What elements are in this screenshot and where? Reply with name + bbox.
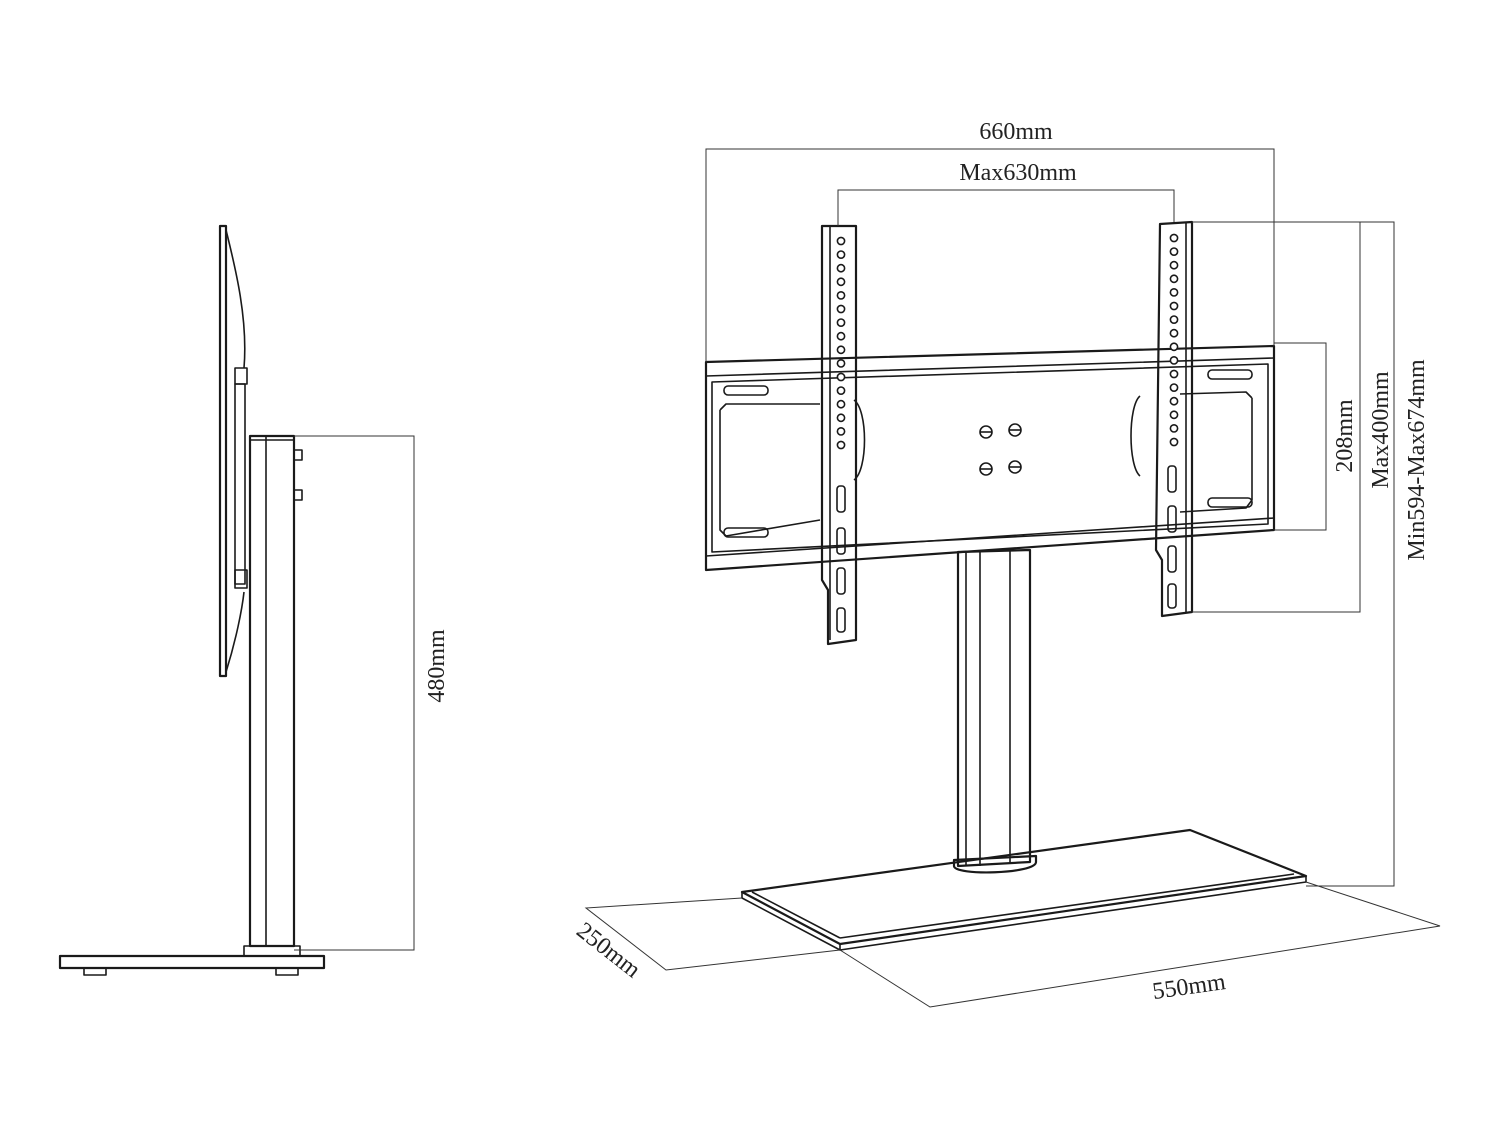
left-arm-hole-3 bbox=[836, 263, 846, 273]
max-vesa-width-dimension-line bbox=[837, 189, 1175, 226]
right-arm-hole-5 bbox=[1169, 287, 1179, 297]
front-base-plate-edge bbox=[741, 876, 1307, 951]
left-arm-hole-8 bbox=[836, 331, 846, 341]
base-width-label: 550mm bbox=[1151, 969, 1228, 1005]
max-vesa-height-label: Max400mm bbox=[1368, 371, 1394, 489]
height-range-dimension-line bbox=[1192, 221, 1395, 887]
right-arm-hole-10 bbox=[1169, 355, 1179, 365]
right-arm-hole-14 bbox=[1169, 410, 1179, 420]
right-arm-holes bbox=[1169, 233, 1179, 447]
base-width-dimension-line bbox=[839, 881, 1441, 1008]
right-arm-hole-1 bbox=[1169, 233, 1179, 243]
left-arm-hole-7 bbox=[836, 318, 846, 327]
left-arm-hole-11 bbox=[836, 372, 846, 382]
max-vesa-width-label: Max630mm bbox=[959, 160, 1077, 186]
side-screw-bottom bbox=[293, 489, 303, 501]
right-arm-hole-16 bbox=[1169, 437, 1179, 447]
right-arm-hole-13 bbox=[1169, 396, 1179, 406]
left-arm-hole-6 bbox=[836, 304, 846, 314]
right-arm-hole-12 bbox=[1169, 383, 1179, 392]
pole-height-dimension-line bbox=[294, 435, 415, 951]
side-mount-bracket-top bbox=[234, 367, 248, 385]
right-arm-hole-2 bbox=[1169, 247, 1179, 256]
side-tv-back-curve bbox=[225, 229, 246, 673]
right-arm-hole-15 bbox=[1169, 423, 1179, 433]
bracket-height-dimension-line bbox=[1274, 342, 1327, 531]
left-arm-hole-12 bbox=[836, 386, 846, 395]
side-pole-collar bbox=[243, 945, 301, 957]
right-arm-hole-9 bbox=[1169, 342, 1179, 352]
front-bracket-inner-frame bbox=[711, 363, 1269, 553]
base-depth-dimension-line bbox=[584, 897, 841, 971]
side-view: 480mm bbox=[58, 224, 450, 976]
left-arm-hole-14 bbox=[836, 413, 846, 423]
bracket-slot-bottom-right bbox=[1207, 497, 1253, 508]
left-arm-holes bbox=[836, 236, 846, 450]
left-arm-hole-1 bbox=[836, 236, 846, 246]
base-depth-label: 250mm bbox=[571, 918, 645, 984]
bracket-slot-top-left bbox=[723, 385, 769, 396]
right-arm-hole-4 bbox=[1169, 274, 1179, 284]
front-pole-collar bbox=[952, 854, 1038, 874]
side-base-foot-right bbox=[275, 967, 299, 976]
right-arm-hole-6 bbox=[1169, 301, 1179, 311]
side-mount-bracket-plate bbox=[234, 383, 246, 585]
front-left-vertical-arm bbox=[820, 224, 858, 646]
side-mount-bracket-bottom bbox=[234, 569, 248, 589]
total-width-dimension-line bbox=[705, 148, 1275, 362]
height-range-label: Min594-Max674mm bbox=[1404, 359, 1430, 561]
front-view: 660mm Max630mm 208mm Max400mm Min594-Max… bbox=[571, 119, 1441, 1008]
front-base-plate bbox=[740, 828, 1308, 946]
bracket-slot-bottom-left bbox=[723, 527, 769, 538]
left-arm-hole-10 bbox=[836, 358, 846, 368]
pole-height-label: 480mm bbox=[424, 629, 450, 703]
bracket-slot-top-right bbox=[1207, 369, 1253, 380]
side-screw-top bbox=[293, 449, 303, 461]
right-arm-hole-8 bbox=[1169, 328, 1179, 338]
left-arm-hole-16 bbox=[836, 440, 846, 450]
bracket-height-label: 208mm bbox=[1332, 399, 1358, 473]
right-arm-hole-7 bbox=[1169, 315, 1179, 324]
left-arm-hole-4 bbox=[836, 277, 846, 287]
side-base-foot-left bbox=[83, 967, 107, 976]
left-arm-hole-2 bbox=[836, 250, 846, 259]
left-arm-hole-9 bbox=[836, 345, 846, 355]
total-width-label: 660mm bbox=[979, 119, 1053, 145]
front-pole bbox=[956, 548, 1032, 868]
right-arm-hole-3 bbox=[1169, 260, 1179, 270]
center-screw-holes bbox=[979, 423, 1022, 476]
left-arm-hole-15 bbox=[836, 426, 846, 436]
left-arm-hole-13 bbox=[836, 399, 846, 409]
side-base-plate bbox=[58, 954, 326, 970]
side-tv-panel bbox=[218, 224, 228, 678]
right-arm-hole-11 bbox=[1169, 369, 1179, 379]
side-pole bbox=[248, 434, 296, 948]
left-arm-hole-5 bbox=[836, 290, 846, 300]
